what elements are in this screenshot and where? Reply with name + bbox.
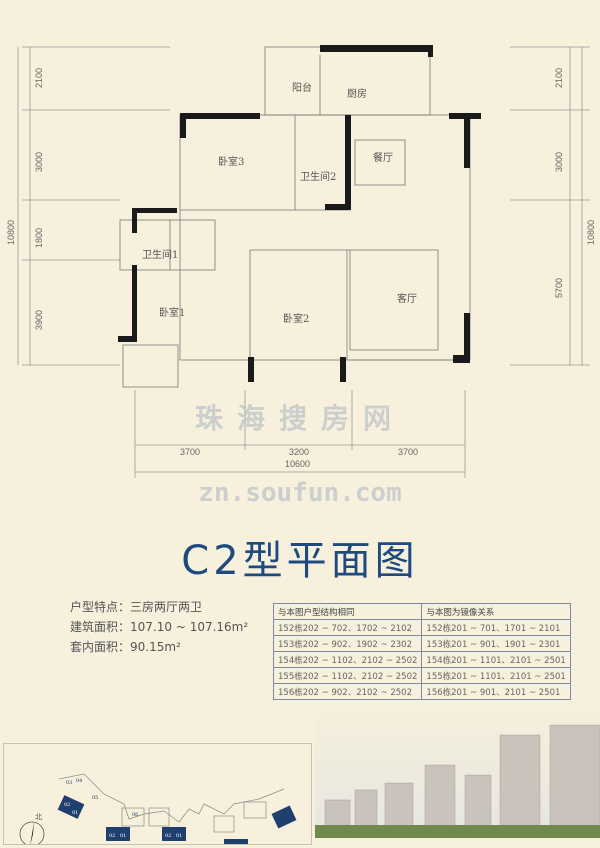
unit-label: 01 [176,833,182,839]
table-cell: 156栋201 ~ 901、2101 ~ 2501 [421,683,571,700]
dim-left-1: 2100 [34,68,44,88]
gross-area-value: 107.10 ~ 107.16m² [130,620,249,634]
unit-label: 03 [66,780,72,786]
dim-left-total: 10800 [6,220,16,245]
room-bath2-label: 卫生间2 [300,170,336,183]
dim-left-3: 1800 [34,228,44,248]
table-header: 与本图户型结构相同 [272,603,423,620]
dim-bottom-2: 3200 [289,447,309,457]
site-plan-graphic: 北 02 01 02 01 02 01 03 04 05 06 [19,773,297,848]
table-cell: 153栋201 ~ 901、1901 ~ 2301 [421,635,571,652]
dim-bottom-1: 3700 [180,447,200,457]
gross-area-label: 建筑面积： [70,620,131,634]
room-labels: 阳台 厨房 卧室3 卫生间2 餐厅 卫生间1 卧室1 卧室2 客厅 [142,81,417,325]
table-cell: 155栋202 ~ 1102、2102 ~ 2502 [272,667,423,684]
dim-right-total: 10800 [586,220,596,245]
dimension-labels: 2100 3000 1800 3900 10800 2100 3000 5700… [6,68,596,469]
unit-label: 05 [92,795,98,801]
unit-label: 06 [132,812,138,818]
building-rendering [315,705,600,839]
table-cell: 153栋202 ~ 902、1902 ~ 2302 [272,635,423,652]
room-bedroom1-label: 卧室1 [159,306,185,319]
unit-label: 02 [109,833,115,839]
room-bedroom2-label: 卧室2 [283,312,309,325]
site-plan: 北 02 01 02 01 02 01 03 04 05 06 [3,743,312,848]
unit-label: 01 [72,810,78,816]
compass-icon: 北 [19,813,45,847]
unit-label: 02 [165,833,171,839]
unit-relation-table: 与本图户型结构相同与本图为镜像关系 152栋202 ~ 702、1702 ~ 2… [272,603,571,700]
walls [118,45,481,382]
room-living-label: 客厅 [397,292,417,305]
dim-right-2: 3000 [554,152,564,172]
room-bath1-label: 卫生间1 [142,248,178,261]
room-bedroom3-label: 卧室3 [218,155,244,168]
watermark-url: zn.soufun.com [198,478,402,508]
table-cell: 156栋202 ~ 902、2102 ~ 2502 [272,683,423,700]
dim-right-1: 2100 [554,68,564,88]
dim-right-3: 5700 [554,278,564,298]
room-balcony-label: 阳台 [292,81,312,94]
page-title: C2型平面图 [181,538,419,584]
unit-label: 01 [120,833,126,839]
net-area-label: 套内面积： [70,640,131,654]
dim-bottom-3: 3700 [398,447,418,457]
unit-label: 02 [64,802,70,808]
dim-left-4: 3900 [34,310,44,330]
dim-left-2: 3000 [34,152,44,172]
table-header: 与本图为镜像关系 [421,603,571,620]
floor-plan: 阳台 厨房 卧室3 卫生间2 餐厅 卫生间1 卧室1 卧室2 客厅 2100 3… [6,45,596,478]
interior-lines [119,46,471,388]
table-cell: 154栋202 ~ 1102、2102 ~ 2502 [272,651,423,668]
table-cell: 154栋201 ~ 1101、2101 ~ 2501 [421,651,571,668]
dimension-lines [17,46,590,478]
room-kitchen-label: 厨房 [347,87,367,100]
unit-label: 04 [76,778,82,784]
feature-label: 户型特点： [70,600,131,614]
feature-value: 三房两厅两卫 [130,600,203,614]
net-area-value: 90.15m² [130,640,181,654]
dim-bottom-total: 10600 [285,459,310,469]
unit-info: 户型特点：三房两厅两卫 建筑面积：107.10 ~ 107.16m² 套内面积：… [70,597,248,657]
north-label: 北 [35,813,42,821]
table-cell: 152栋201 ~ 701、1701 ~ 2101 [421,619,571,636]
watermark-cn: 珠海搜房网 [194,402,405,435]
table-cell: 152栋202 ~ 702、1702 ~ 2102 [272,619,423,636]
table-cell: 155栋201 ~ 1101、2101 ~ 2501 [421,667,571,684]
room-dining-label: 餐厅 [373,151,393,164]
